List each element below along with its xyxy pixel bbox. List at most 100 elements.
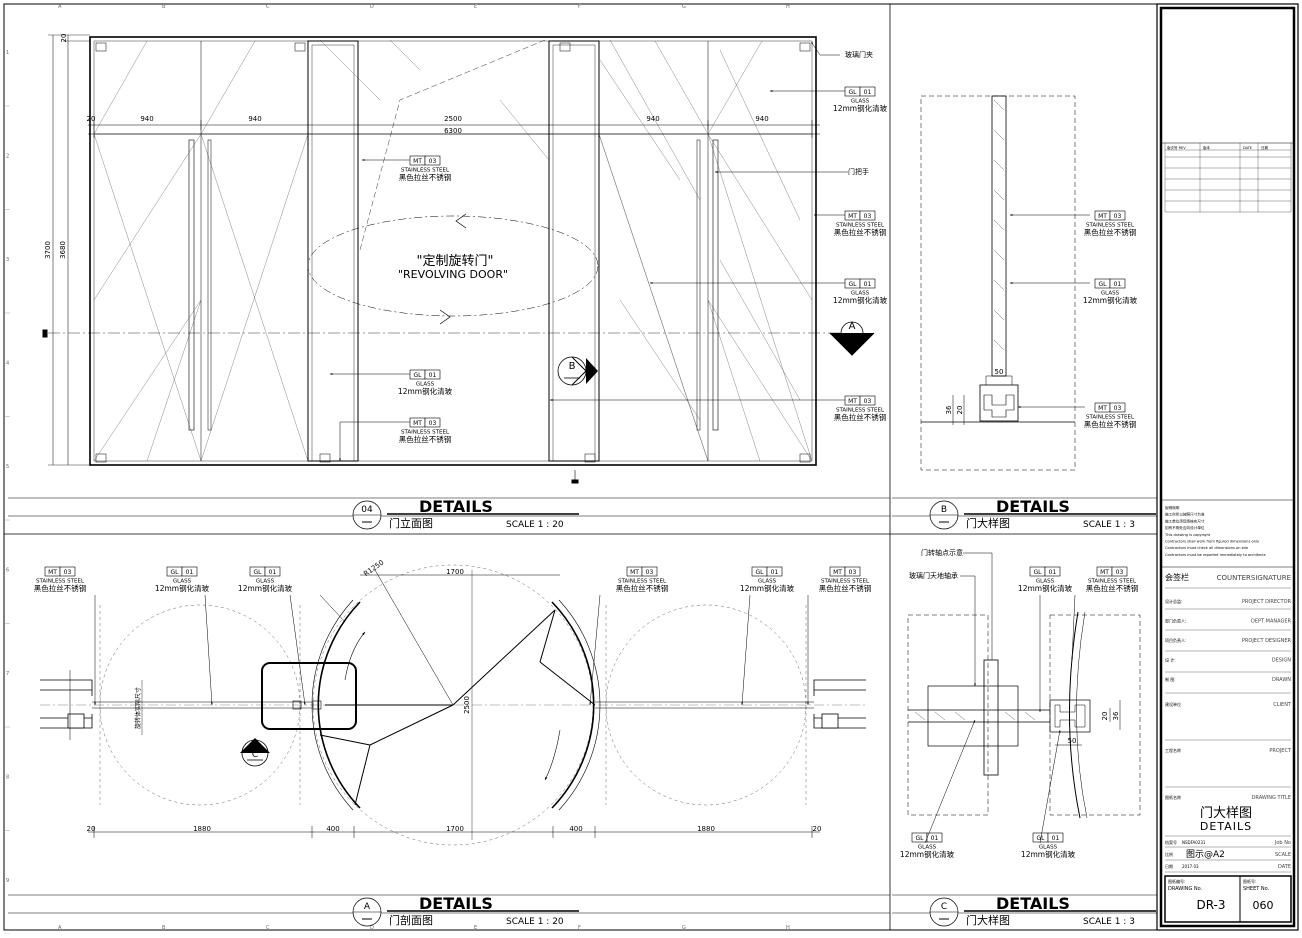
- scale-value: 图示@A2: [1186, 849, 1225, 860]
- dim-940-c: 940: [646, 115, 659, 123]
- panel-title-cn: 门大样图: [966, 516, 1010, 530]
- dim-2500: 2500: [444, 115, 462, 123]
- note-rotation-size: 旋转体实际尺寸: [134, 687, 142, 729]
- sheet-no: 060: [1253, 899, 1274, 912]
- tag-number: 03: [864, 398, 872, 405]
- grid-letter-bottom: B: [162, 925, 166, 931]
- role-cn: 设 计:: [1165, 657, 1176, 663]
- grid-number-left: 5: [6, 464, 9, 470]
- panel-number: 04: [361, 505, 373, 515]
- tag-code: GL: [171, 569, 180, 576]
- grid-number-left: 8: [6, 775, 9, 781]
- tag-number: 01: [931, 835, 939, 842]
- tag-material-en: STAINLESS STEEL: [821, 579, 870, 585]
- tag-code: MT: [848, 398, 857, 405]
- tag-material-cn: 黑色拉丝不锈钢: [616, 583, 669, 593]
- tag-number: 03: [1114, 405, 1122, 412]
- tag-number: 03: [1114, 213, 1122, 220]
- drawing-no: DR-3: [1196, 898, 1225, 912]
- tag-material-cn: 12mm钢化清玻: [900, 849, 955, 859]
- drawing-no-cn: 图纸编号:: [1168, 878, 1185, 884]
- tag-material-en: GLASS: [1101, 291, 1120, 297]
- tag-material-cn: 12mm钢化清玻: [1083, 295, 1138, 305]
- dim-1880-b: 1880: [697, 825, 715, 833]
- dim-2500-plan: 2500: [463, 696, 471, 714]
- tag-material-en: GLASS: [1039, 845, 1058, 851]
- tag-code: MT: [848, 213, 857, 220]
- tag-number: 01: [1049, 569, 1057, 576]
- dim-1700-top: 1700: [446, 568, 464, 576]
- tag-material-en: STAINLESS STEEL: [618, 579, 667, 585]
- panel-title-word: DETAILS: [996, 894, 1070, 913]
- tag-material-en: GLASS: [1036, 579, 1055, 585]
- dim-1700-bot: 1700: [446, 825, 464, 833]
- sheet-no-cn: 图纸号:: [1243, 878, 1256, 884]
- dim-20-b: 20: [60, 34, 68, 43]
- grid-number-left: 7: [6, 671, 9, 677]
- marker-c-letter: C: [252, 750, 258, 760]
- tag-code: MT: [48, 569, 57, 576]
- tag-material-cn: 黑色拉丝不锈钢: [834, 412, 887, 422]
- dim-20-f: 20: [1101, 712, 1109, 721]
- grid-letter-bottom: C: [266, 925, 270, 931]
- grid-number-left: 9: [6, 878, 9, 884]
- client-en: CLIENT: [1273, 702, 1292, 708]
- grid-number-left: 3: [6, 257, 9, 263]
- panel-number: C: [941, 902, 947, 912]
- dim-20-c: 20: [956, 406, 964, 415]
- role-cn: 制 图:: [1165, 676, 1176, 682]
- tag-material-en: STAINLESS STEEL: [401, 168, 450, 174]
- grid-letter-bottom: D: [370, 925, 374, 931]
- tag-material-cn: 12mm钢化清玻: [238, 583, 293, 593]
- tag-code: MT: [413, 420, 422, 427]
- tag-material-cn: 黑色拉丝不锈钢: [34, 583, 87, 593]
- tag-number: 03: [646, 569, 654, 576]
- tag-material-cn: 12mm钢化清玻: [155, 583, 210, 593]
- tag-material-en: GLASS: [918, 845, 937, 851]
- sheet-border: [3, 3, 1299, 931]
- grid-letter-top: B: [162, 4, 166, 10]
- tag-code: MT: [630, 569, 639, 576]
- role-cn: 部门负责人:: [1165, 618, 1186, 624]
- grid-letter-top: D: [370, 4, 374, 10]
- tag-material-cn: 黑色拉丝不锈钢: [819, 583, 872, 593]
- note-glass-clip: 玻璃门夹: [845, 50, 873, 59]
- client-cn: 建设单位: [1165, 701, 1181, 707]
- note-line: 施工时所以按照尺寸为准: [1165, 512, 1205, 517]
- dim-36-b: 36: [945, 405, 953, 414]
- drawing-no-en: DRAWING No.: [1168, 886, 1203, 892]
- grid-number-left: 2: [6, 154, 9, 160]
- tag-code: MT: [1100, 569, 1109, 576]
- marker-a-letter: A: [849, 321, 856, 332]
- tag-code: GL: [916, 835, 925, 842]
- dim-20-a: 20: [87, 115, 96, 123]
- tag-number: 03: [64, 569, 72, 576]
- grid-number-left: 4: [6, 361, 9, 367]
- rev-header: DATE: [1243, 146, 1252, 150]
- note-door-handle: 门把手: [848, 167, 869, 176]
- note-line: Contractors shall work from figured dime…: [1165, 540, 1260, 544]
- tag-material-cn: 黑色拉丝不锈钢: [399, 172, 452, 182]
- project-en: PROJECT: [1269, 748, 1292, 754]
- date-value: 2017.03: [1182, 864, 1199, 869]
- plan-labels: 1700 R1250 2500 1880 400 1700 400 1880 2…: [87, 559, 822, 833]
- grid-letter-top: C: [266, 4, 270, 10]
- role-cn: 设计总监:: [1165, 598, 1182, 604]
- note-line: 施工单位须现场核实尺寸: [1165, 518, 1205, 523]
- tag-material-en: STAINLESS STEEL: [1088, 579, 1137, 585]
